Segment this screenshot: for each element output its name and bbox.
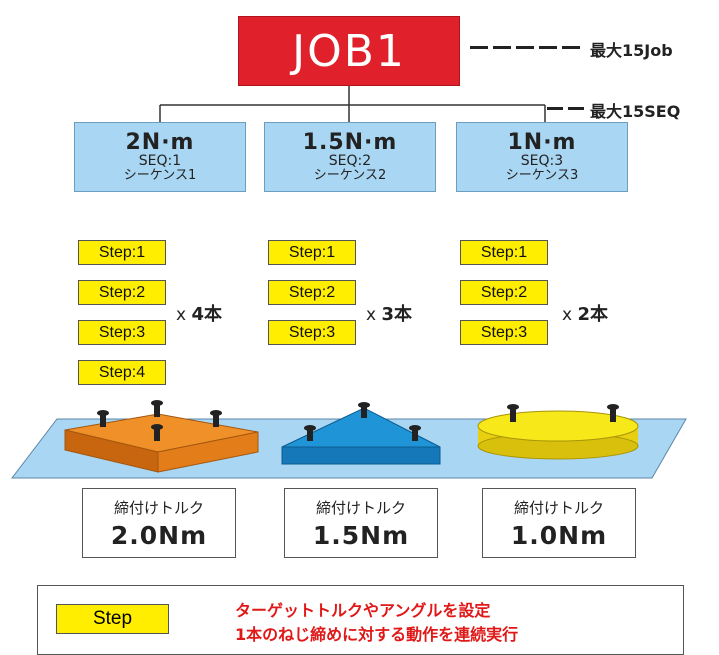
tree-connectors xyxy=(159,86,546,122)
step-box: Step:1 xyxy=(78,240,166,265)
seq-torque: 1N·m xyxy=(507,130,577,156)
step-box: Step:2 xyxy=(78,280,166,305)
torque-value: 2.0Nm xyxy=(110,520,208,550)
seq-name: シーケンス2 xyxy=(313,168,387,184)
step-box: Step:3 xyxy=(268,320,356,345)
seq-name: シーケンス1 xyxy=(123,168,197,184)
job-label: JOB1 xyxy=(292,25,406,77)
seq-torque: 1.5N·m xyxy=(302,130,398,156)
workpiece-square xyxy=(64,413,259,473)
screw-count-3: x 2本 xyxy=(562,300,608,326)
torque-box-3: 締付けトルク 1.0Nm xyxy=(482,488,636,558)
screw-count-1: x 4本 xyxy=(176,300,222,326)
step-box: Step:2 xyxy=(268,280,356,305)
seq-name: シーケンス3 xyxy=(505,168,579,184)
workpiece-triangle xyxy=(281,407,441,465)
screws-triangle xyxy=(304,402,421,441)
screw-count: 3本 xyxy=(381,304,412,325)
torque-value: 1.5Nm xyxy=(312,520,410,550)
torque-caption: 締付けトルク xyxy=(113,498,204,517)
screw-count-2: x 3本 xyxy=(366,300,412,326)
job-box: JOB1 xyxy=(238,16,460,86)
multiplier-sign: x xyxy=(562,305,573,325)
workpiece-circle xyxy=(477,410,639,460)
max-seq-note: 最大15SEQ xyxy=(590,102,681,121)
seq-box-1: 2N·m SEQ:1 シーケンス1 xyxy=(74,122,246,192)
torque-caption: 締付けトルク xyxy=(513,498,604,517)
step-box: Step:2 xyxy=(460,280,548,305)
seq-box-2: 1.5N·m SEQ:2 シーケンス2 xyxy=(264,122,436,192)
screw-count: 2本 xyxy=(577,304,608,325)
step-box: Step:3 xyxy=(78,320,166,345)
torque-caption: 締付けトルク xyxy=(315,498,406,517)
torque-box-2: 締付けトルク 1.5Nm xyxy=(284,488,438,558)
legend-step-label: Step xyxy=(56,604,169,634)
multiplier-sign: x xyxy=(176,305,187,325)
job-note-dashes xyxy=(470,46,580,49)
screw-count: 4本 xyxy=(191,304,222,325)
seq-torque: 2N·m xyxy=(125,130,195,156)
max-job-note: 最大15Job xyxy=(590,41,673,60)
multiplier-sign: x xyxy=(366,305,377,325)
legend-line-1: ターゲットトルクやアングルを設定 xyxy=(235,601,491,620)
torque-value: 1.0Nm xyxy=(510,520,608,550)
step-box: Step:1 xyxy=(268,240,356,265)
screws-square xyxy=(97,400,222,441)
torque-box-1: 締付けトルク 2.0Nm xyxy=(82,488,236,558)
screws-circle xyxy=(507,404,619,422)
step-box: Step:1 xyxy=(460,240,548,265)
seq-id: SEQ:1 xyxy=(138,153,182,170)
legend-line-2: 1本のねじ締めに対する動作を連続実行 xyxy=(235,625,519,644)
step-box: Step:4 xyxy=(78,360,166,385)
seq-note-dashes xyxy=(547,107,587,110)
seq-id: SEQ:3 xyxy=(520,153,564,170)
step-box: Step:3 xyxy=(460,320,548,345)
seq-box-3: 1N·m SEQ:3 シーケンス3 xyxy=(456,122,628,192)
seq-id: SEQ:2 xyxy=(328,153,372,170)
